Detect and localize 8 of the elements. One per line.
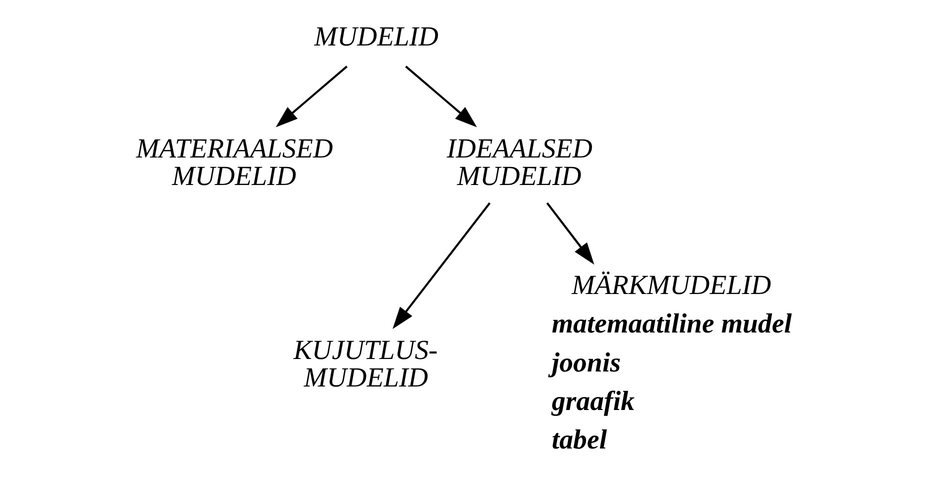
node-text: IDEAALSED MUDELID xyxy=(446,132,592,191)
arrow xyxy=(392,202,491,329)
node-text: KUJUTLUS- MUDELID xyxy=(294,334,438,392)
arrow xyxy=(276,66,348,128)
arrow xyxy=(405,66,477,128)
node-text: MUDELID xyxy=(314,20,438,52)
arrow xyxy=(546,202,594,265)
node-text: MATERIAALSED MUDELID xyxy=(136,132,333,191)
